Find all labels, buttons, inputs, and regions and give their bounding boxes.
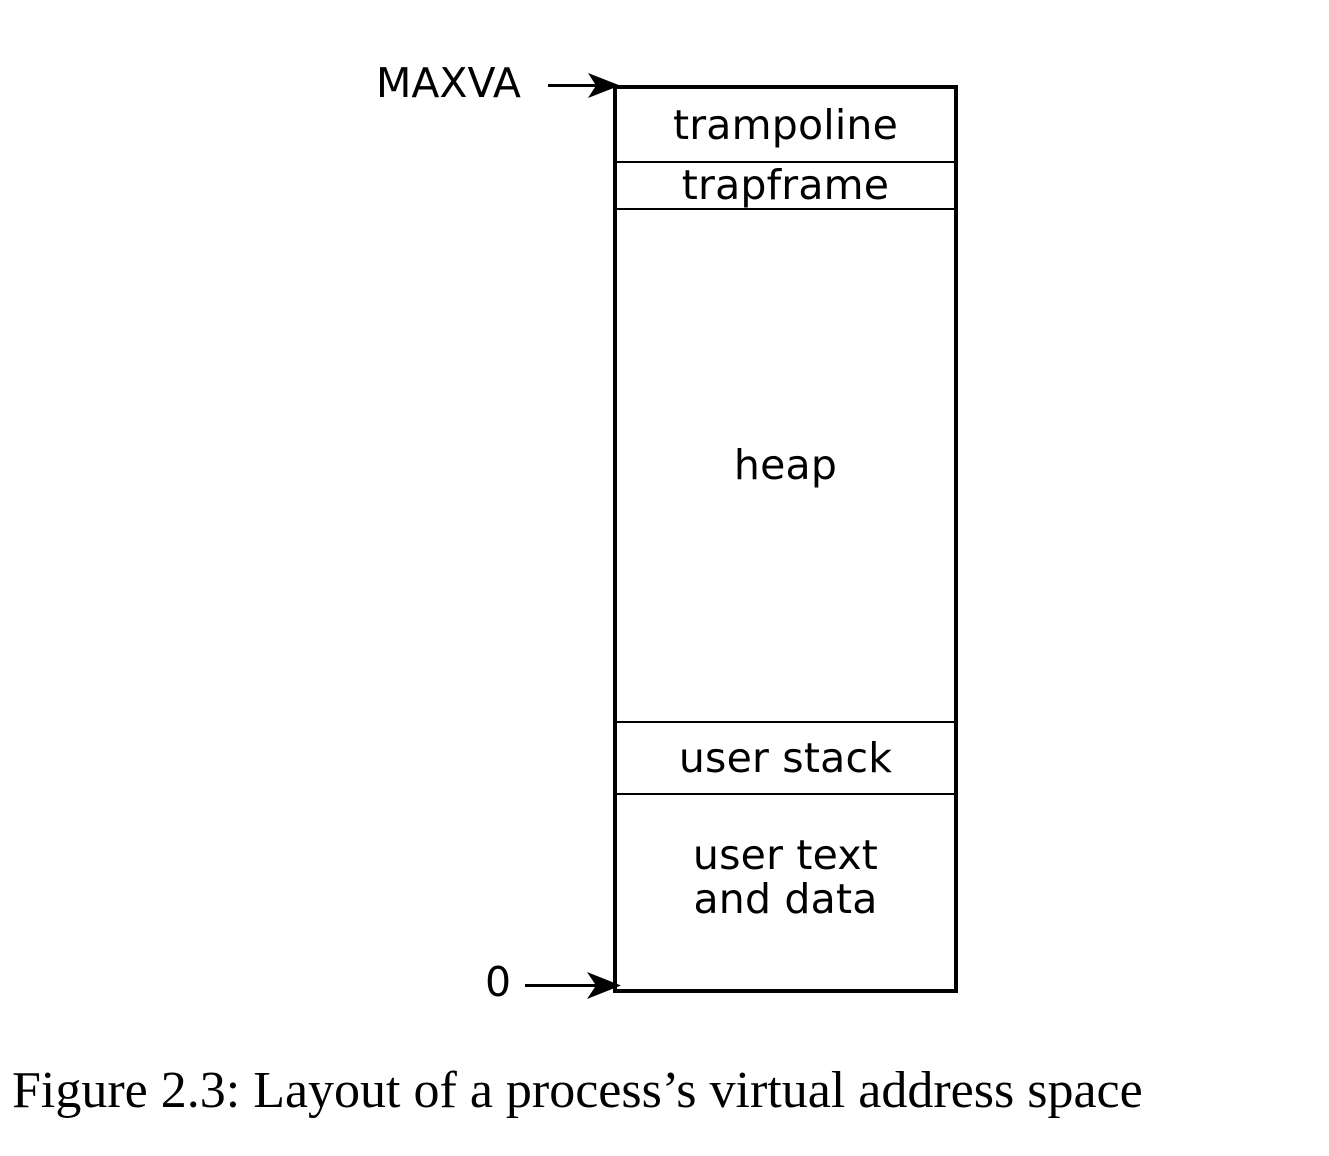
zero-right-arrow-icon — [525, 972, 621, 999]
memory-region-trapframe: trapframe — [617, 161, 954, 208]
memory-region-user-text-and-data: user text and data — [617, 793, 954, 981]
memory-region-user-stack-label: user stack — [678, 733, 893, 782]
memory-region-trampoline: trampoline — [617, 89, 954, 161]
address-marker-zero-label: 0 — [485, 958, 512, 1006]
address-marker-maxva-label: MAXVA — [376, 59, 521, 107]
maxva-right-arrow-icon — [548, 73, 620, 98]
memory-region-trapframe-label: trapframe — [681, 161, 890, 210]
memory-region-user-text-and-data-label: user text and data — [692, 831, 879, 924]
memory-region-heap: heap — [617, 208, 954, 721]
figure-diagram: MAXVA 0 trampoline trapframe heap user s… — [376, 59, 958, 1006]
memory-region-trampoline-label: trampoline — [672, 100, 899, 149]
figure-caption: Figure 2.3: Layout of a process’s virtua… — [12, 1062, 1143, 1119]
virtual-address-space-box: trampoline trapframe heap user stack use… — [613, 85, 958, 993]
memory-region-heap-label: heap — [733, 441, 838, 490]
memory-region-user-stack: user stack — [617, 721, 954, 793]
